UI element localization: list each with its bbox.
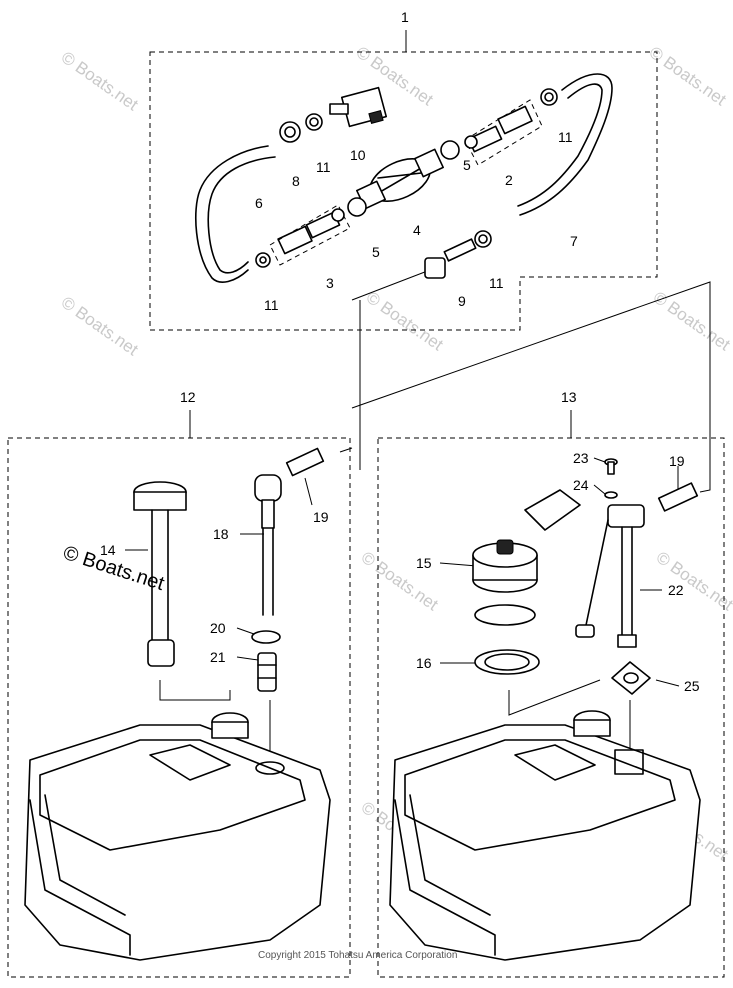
fitting-19-left xyxy=(285,447,325,477)
callout-5: 5 xyxy=(463,157,471,173)
copyright-notice: Copyright 2015 Tohatsu America Corporati… xyxy=(258,950,457,961)
callout-1: 1 xyxy=(401,9,409,25)
callout-18: 18 xyxy=(213,526,229,542)
gasket-16 xyxy=(474,649,540,675)
callout-9: 9 xyxy=(458,293,466,309)
callout-20: 20 xyxy=(210,620,226,636)
callout-23: 23 xyxy=(573,450,589,466)
callout-11: 11 xyxy=(264,297,279,313)
callout-19: 19 xyxy=(669,453,685,469)
callout-12: 12 xyxy=(180,389,196,405)
callout-5: 5 xyxy=(372,244,380,260)
callout-11: 11 xyxy=(489,275,504,291)
callout-13: 13 xyxy=(561,389,577,405)
group-box-1 xyxy=(149,51,658,331)
watermark: © Boats.net xyxy=(653,548,733,615)
primer-bulb-assembly xyxy=(195,73,613,283)
callout-19: 19 xyxy=(313,509,329,525)
callout-21: 21 xyxy=(210,649,226,665)
fitting-9 xyxy=(424,238,477,279)
leader-lines xyxy=(125,30,711,760)
callout-8: 8 xyxy=(292,173,300,189)
fuel-tank-12 xyxy=(24,712,331,961)
callout-2: 2 xyxy=(505,172,513,188)
hose-7 xyxy=(519,73,613,216)
watermark: © Boats.net xyxy=(650,288,733,355)
connector-3 xyxy=(269,204,351,266)
callout-14: 14 xyxy=(100,542,116,558)
gasket-25 xyxy=(611,661,651,695)
fitting-19-right xyxy=(657,482,699,512)
filter-21 xyxy=(257,652,277,692)
screw-23 xyxy=(604,458,618,475)
callout-15: 15 xyxy=(416,555,432,571)
fuel-pickup-18 xyxy=(254,474,282,616)
callout-10: 10 xyxy=(350,147,366,163)
callout-4: 4 xyxy=(413,222,421,238)
fuel-tank-13 xyxy=(389,710,701,961)
callout-numbers: 1 10 8 11 11 2 5 6 4 5 7 3 11 9 11 12 13… xyxy=(100,9,700,694)
callout-3: 3 xyxy=(326,275,334,291)
group-box-13 xyxy=(377,437,725,978)
callout-6: 6 xyxy=(255,195,263,211)
callout-7: 7 xyxy=(570,233,578,249)
fuel-cap-15 xyxy=(472,539,538,626)
seal-20 xyxy=(251,630,281,644)
callout-11: 11 xyxy=(316,159,331,175)
group-boxes xyxy=(7,51,725,978)
label-plate xyxy=(524,489,581,531)
hose-6 xyxy=(195,145,269,283)
group-box-12 xyxy=(7,437,351,978)
watermark: © Boats.net xyxy=(58,48,142,115)
watermark: © Boats.net xyxy=(58,293,142,360)
sender-22 xyxy=(575,504,645,648)
callout-24: 24 xyxy=(573,477,589,493)
watermark: © Boats.net xyxy=(363,288,447,355)
fuel-gauge-14 xyxy=(133,481,187,667)
callout-11: 11 xyxy=(558,129,573,145)
callout-22: 22 xyxy=(668,582,684,598)
callout-25: 25 xyxy=(684,678,700,694)
washer-24 xyxy=(604,491,618,499)
callout-16: 16 xyxy=(416,655,432,671)
watermark: © Boats.net xyxy=(646,43,730,110)
connector-2 xyxy=(464,99,543,166)
